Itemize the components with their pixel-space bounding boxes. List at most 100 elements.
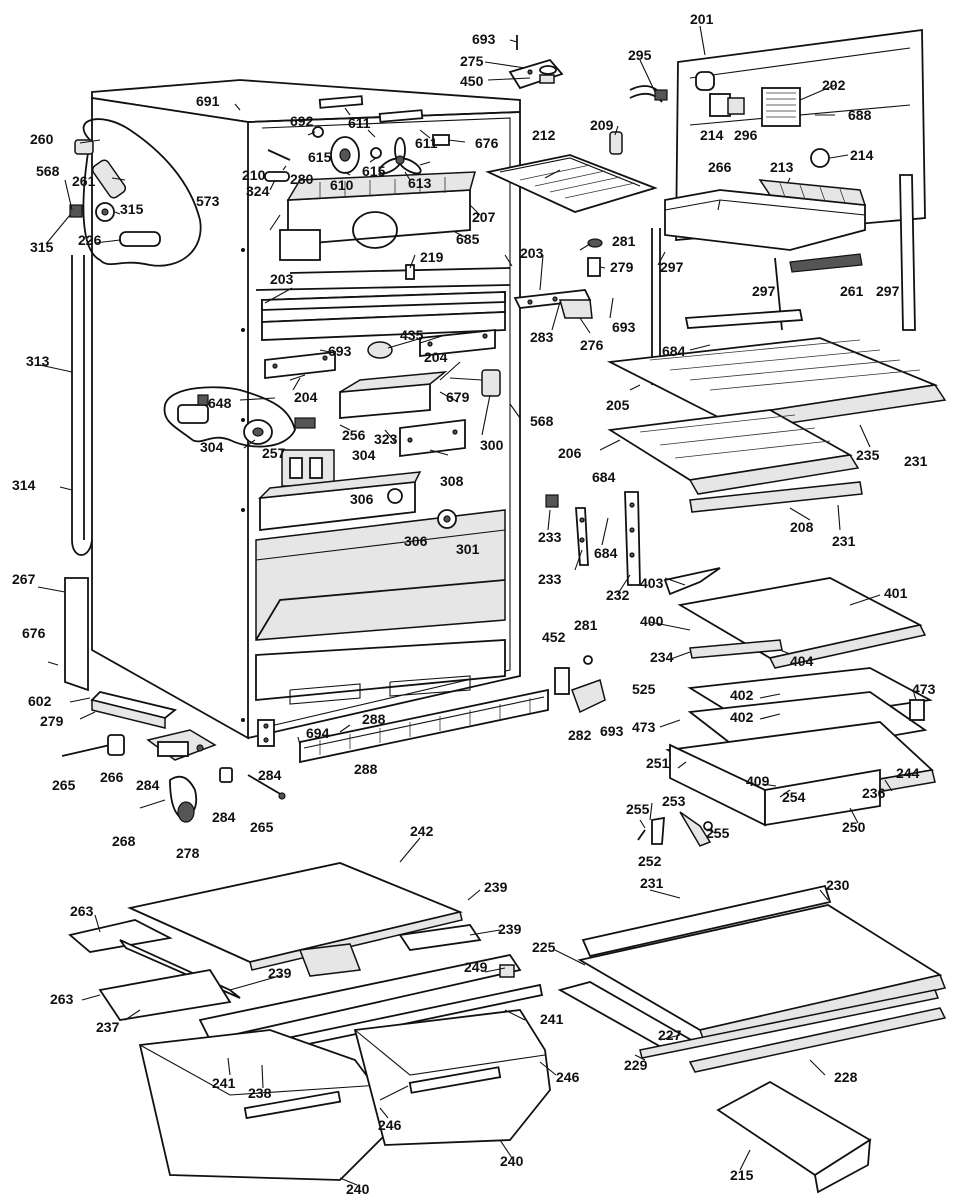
- label-256: 256: [342, 427, 366, 443]
- freezer-door-liner: [675, 28, 926, 241]
- label-266: 266: [708, 159, 732, 175]
- label-648: 648: [208, 395, 232, 411]
- label-288-a: 288: [362, 711, 386, 727]
- label-214-b: 214: [850, 147, 874, 163]
- label-254: 254: [782, 789, 806, 805]
- label-693-b: 693: [612, 319, 636, 335]
- label-279: 279: [610, 259, 634, 275]
- label-281-a: 281: [612, 233, 636, 249]
- label-610: 610: [330, 177, 354, 193]
- label-615-b: 615: [362, 163, 386, 179]
- label-241-b: 241: [212, 1075, 236, 1091]
- label-265: 266: [100, 769, 124, 785]
- label-227: 227: [658, 1027, 682, 1043]
- label-268: 265: [250, 819, 274, 835]
- label-213: 213: [770, 159, 794, 175]
- ice-bucket-and-tray: [664, 179, 867, 251]
- label-206: 206: [558, 445, 582, 461]
- label-237: 237: [96, 1019, 120, 1035]
- label-234: 234: [650, 649, 674, 665]
- label-261-a: 261: [72, 173, 96, 189]
- clip-219: [405, 264, 415, 280]
- label-301: 301: [456, 541, 480, 557]
- label-267: 267: [12, 571, 36, 587]
- label-286: 284: [212, 809, 236, 825]
- label-244: 244: [896, 765, 920, 781]
- fill-tube: [71, 255, 93, 556]
- label-233-b: 233: [538, 571, 562, 587]
- label-246-a: 246: [378, 1117, 402, 1133]
- label-568-b: 568: [530, 413, 554, 429]
- evaporator-fan-assembly: [264, 95, 476, 261]
- label-403: 403: [640, 575, 664, 591]
- kick-grille: [299, 688, 549, 764]
- label-296: 296: [734, 127, 758, 143]
- label-473-a: 473: [912, 681, 936, 697]
- hinge-plate: [257, 719, 275, 747]
- label-306-a: 306: [350, 491, 374, 507]
- label-323: 323: [374, 431, 398, 447]
- door-shelves: [663, 567, 936, 827]
- label-693-d: 693: [600, 723, 624, 739]
- label-691: 691: [196, 93, 220, 109]
- bolt-parts: [219, 767, 286, 800]
- label-214-a: 214: [700, 127, 724, 143]
- caster-wheel: [139, 775, 198, 823]
- label-684-a: 684: [662, 343, 686, 359]
- label-276: 276: [580, 337, 604, 353]
- label-204-b: 204: [294, 389, 318, 405]
- label-693-c: 693: [328, 343, 352, 359]
- label-308: 308: [440, 473, 464, 489]
- label-315-a: 315: [120, 201, 144, 217]
- label-304-b: 304: [352, 447, 376, 463]
- label-315-b: 315: [30, 239, 54, 255]
- label-239-c: 239: [268, 965, 292, 981]
- label-212: 212: [532, 127, 556, 143]
- label-602: 602: [28, 693, 52, 709]
- lower-hinge: [554, 655, 606, 714]
- label-688: 688: [848, 107, 872, 123]
- shelf-bar: [684, 309, 804, 329]
- access-panel: [64, 577, 89, 692]
- label-228: 228: [834, 1069, 858, 1085]
- label-246-b: 246: [556, 1069, 580, 1085]
- label-239-b: 239: [498, 921, 522, 937]
- label-568-a: 568: [36, 163, 60, 179]
- label-238: 238: [248, 1085, 272, 1101]
- label-525: 525: [632, 681, 656, 697]
- label-304-a: 304: [200, 439, 224, 455]
- label-240-a: 240: [500, 1153, 524, 1169]
- label-295: 295: [628, 47, 652, 63]
- label-297-c: 297: [876, 283, 900, 299]
- label-611-a: 611: [348, 115, 371, 131]
- leveling-leg-assembly: [146, 729, 217, 761]
- label-240-b: 240: [346, 1181, 370, 1197]
- wire-shelf-206: [607, 409, 863, 513]
- leader-lines: [37, 25, 917, 1186]
- label-263-b: 263: [50, 991, 74, 1007]
- label-215: 215: [730, 1167, 754, 1183]
- label-692: 692: [290, 113, 314, 129]
- label-297-b: 297: [752, 283, 776, 299]
- label-281-b: 281: [574, 617, 598, 633]
- label-324: 324: [246, 183, 270, 199]
- label-236: 236: [862, 785, 886, 801]
- ice-maker-fill-assembly: [69, 118, 202, 267]
- label-314: 314: [12, 477, 36, 493]
- label-203-b: 203: [520, 245, 544, 261]
- label-203-a: 203: [270, 271, 294, 287]
- glass-shelf-assembly: [557, 884, 947, 1073]
- label-230: 230: [826, 877, 850, 893]
- label-288-b: 288: [354, 761, 378, 777]
- label-255-b: 255: [706, 825, 730, 841]
- label-573: 573: [196, 193, 220, 209]
- label-613: 613: [408, 175, 432, 191]
- label-251: 251: [646, 755, 670, 771]
- damper-control-assembly: [163, 386, 296, 448]
- label-201: 201: [690, 11, 714, 27]
- label-280: 280: [290, 171, 314, 187]
- ladder-brackets: [545, 491, 641, 586]
- top-hinge: [508, 35, 564, 90]
- label-242: 242: [410, 823, 434, 839]
